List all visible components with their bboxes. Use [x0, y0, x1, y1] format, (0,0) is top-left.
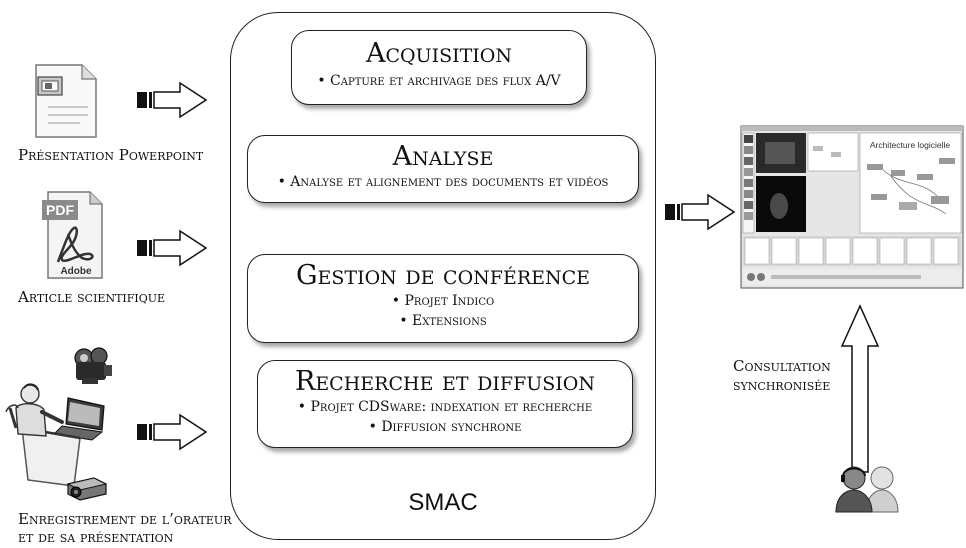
application-screenshot: Architecture logicielle — [740, 125, 964, 289]
users-icon — [835, 466, 899, 513]
recording-label-line1: Enregistrement de l’orateur — [18, 510, 232, 528]
input-arrow-powerpoint — [137, 81, 208, 119]
smac-label: SMAC — [408, 489, 478, 516]
module-acquisition-bullet: • Capture et archivage des flux A/V — [317, 73, 561, 89]
pdf-document-icon: PDF Adobe — [42, 191, 103, 279]
consultation-label-line2: synchronisée — [733, 376, 831, 394]
module-analyse-title: Analyse — [392, 141, 494, 172]
module-analyse-bullet: • Analyse et alignement des documents et… — [277, 174, 609, 190]
module-recherche-bullet-2: • Diffusion synchrone — [368, 419, 522, 435]
recording-label-line2: et de sa présentation — [18, 528, 174, 546]
module-recherche-diffusion: Recherche et diffusion • Projet CDSware:… — [257, 360, 633, 448]
module-recherche-bullet-1: • Projet CDSware: indexation et recherch… — [297, 399, 593, 415]
module-gestion-conference: Gestion de conférence • Projet Indico • … — [247, 254, 639, 343]
output-arrow — [665, 193, 736, 231]
powerpoint-document-icon — [35, 64, 97, 138]
speaker-at-podium-icon — [5, 383, 105, 487]
adobe-icon-text: Adobe — [60, 266, 92, 277]
module-analyse: Analyse • Analyse et alignement des docu… — [247, 135, 639, 203]
module-acquisition: Acquisition • Capture et archivage des f… — [291, 30, 587, 105]
module-gestion-title: Gestion de conférence — [295, 260, 591, 291]
powerpoint-label: Présentation Powerpoint — [18, 146, 204, 164]
projector-icon — [66, 477, 108, 501]
pdf-icon-text: PDF — [46, 202, 74, 218]
module-recherche-title: Recherche et diffusion — [294, 366, 595, 397]
article-label: Article scientifique — [18, 288, 166, 306]
smac-system-container: Acquisition • Capture et archivage des f… — [230, 12, 656, 540]
video-camera-icon — [74, 347, 112, 384]
screenshot-slide-title: Architecture logicielle — [870, 140, 951, 150]
input-arrow-recording — [137, 413, 208, 451]
consultation-label-line1: Consultation — [733, 357, 831, 375]
module-acquisition-title: Acquisition — [365, 38, 513, 69]
module-gestion-bullet-1: • Projet Indico — [391, 293, 495, 309]
input-arrow-article — [137, 229, 208, 267]
consultation-up-arrow — [840, 304, 880, 473]
module-gestion-bullet-2: • Extensions — [399, 313, 487, 329]
